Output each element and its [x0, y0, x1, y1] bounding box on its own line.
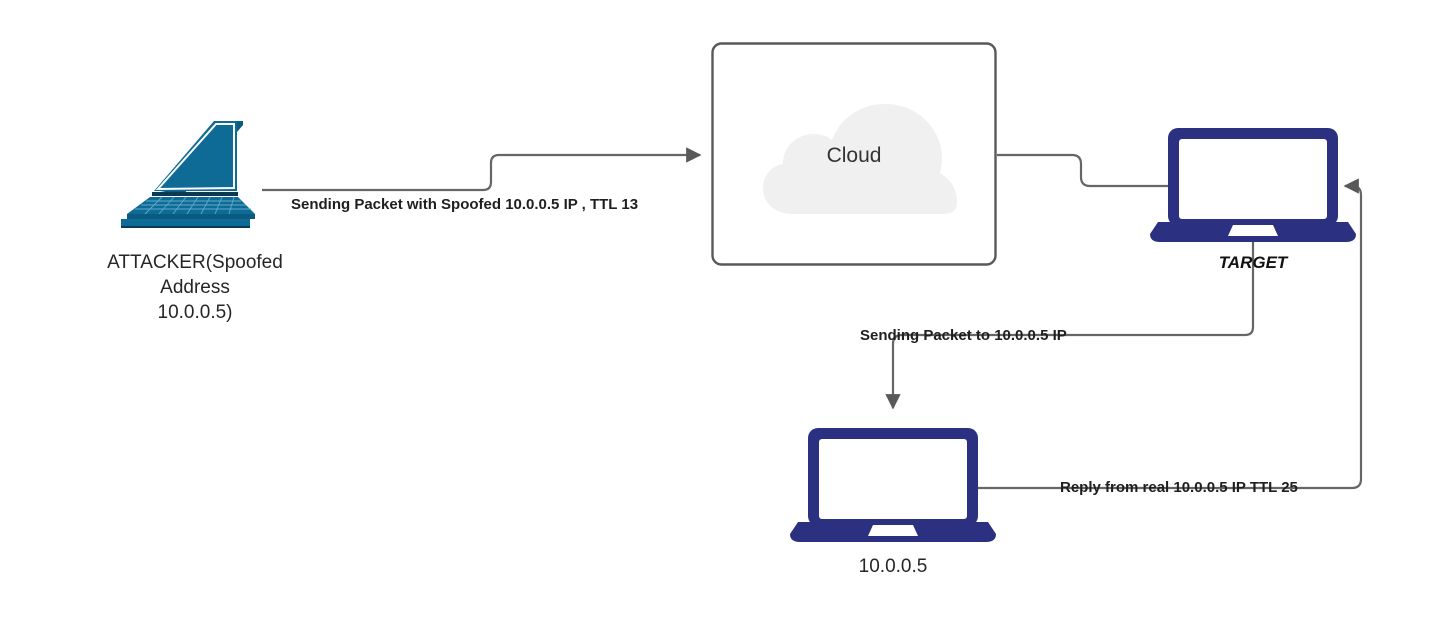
edge-label-victim-to-target: Reply from real 10.0.0.5 IP TTL 25	[1060, 479, 1298, 496]
cloud-node[interactable]: Cloud	[711, 42, 997, 266]
cloud-icon	[763, 104, 957, 214]
wire-cloud-to-target	[997, 153, 1168, 188]
wire-attacker-to-cloud	[262, 147, 702, 192]
attacker-node[interactable]	[105, 118, 285, 228]
wire-target-to-victim	[885, 240, 1255, 410]
target-node[interactable]	[1150, 126, 1356, 242]
laptop-icon	[790, 428, 996, 542]
edge-label-attacker-to-cloud: Sending Packet with Spoofed 10.0.0.5 IP …	[291, 196, 639, 213]
attacker-label: ATTACKER(Spoofed Address 10.0.0.5)	[55, 250, 335, 325]
victim-node[interactable]	[790, 426, 996, 542]
laptop-3d-icon	[121, 121, 255, 228]
laptop-icon	[1150, 128, 1356, 242]
cloud-label: Cloud	[827, 144, 882, 167]
attacker-label-line-2: Address	[160, 277, 230, 298]
edge-label-target-to-victim: Sending Packet to 10.0.0.5 IP	[860, 327, 1067, 344]
attacker-label-line-3: 10.0.0.5)	[157, 302, 233, 323]
cloud-box: Cloud	[711, 42, 997, 266]
victim-label: 10.0.0.5	[858, 556, 928, 577]
target-label: TARGET	[1218, 253, 1288, 272]
attacker-label-line-1: ATTACKER(Spoofed	[107, 252, 283, 273]
wire-victim-to-target	[977, 178, 1363, 490]
